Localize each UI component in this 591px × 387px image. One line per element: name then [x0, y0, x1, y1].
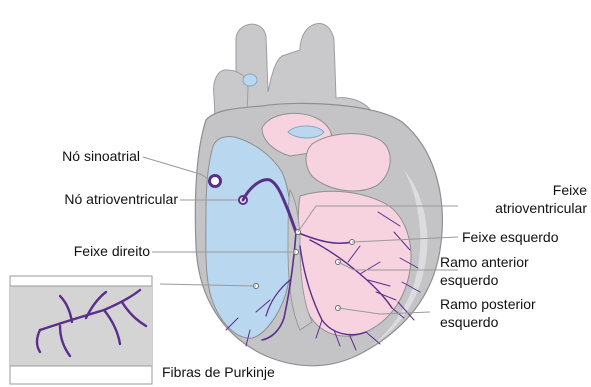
sa-node-marker [210, 176, 221, 187]
purkinje-inset [10, 276, 152, 384]
label-av-node: Nó atrioventricular [30, 191, 178, 208]
label-left-posterior-1: Ramo posterior [440, 296, 536, 313]
label-right-bundle: Feixe direito [36, 243, 150, 260]
label-left-anterior-2: esquerdo [440, 272, 498, 289]
pulmonary-vessel [243, 74, 257, 86]
label-bundle-his-2: atrioventricular [460, 200, 587, 217]
label-purkinje-fibers: Fibras de Purkinje [162, 364, 275, 381]
label-bundle-his-1: Feixe [460, 182, 587, 199]
label-left-anterior-1: Ramo anterior [440, 254, 529, 271]
label-left-bundle: Feixe esquerdo [462, 229, 559, 246]
label-left-posterior-2: esquerdo [440, 314, 498, 331]
inset-tissue [10, 286, 152, 366]
label-sa-node: Nó sinoatrial [40, 148, 140, 165]
